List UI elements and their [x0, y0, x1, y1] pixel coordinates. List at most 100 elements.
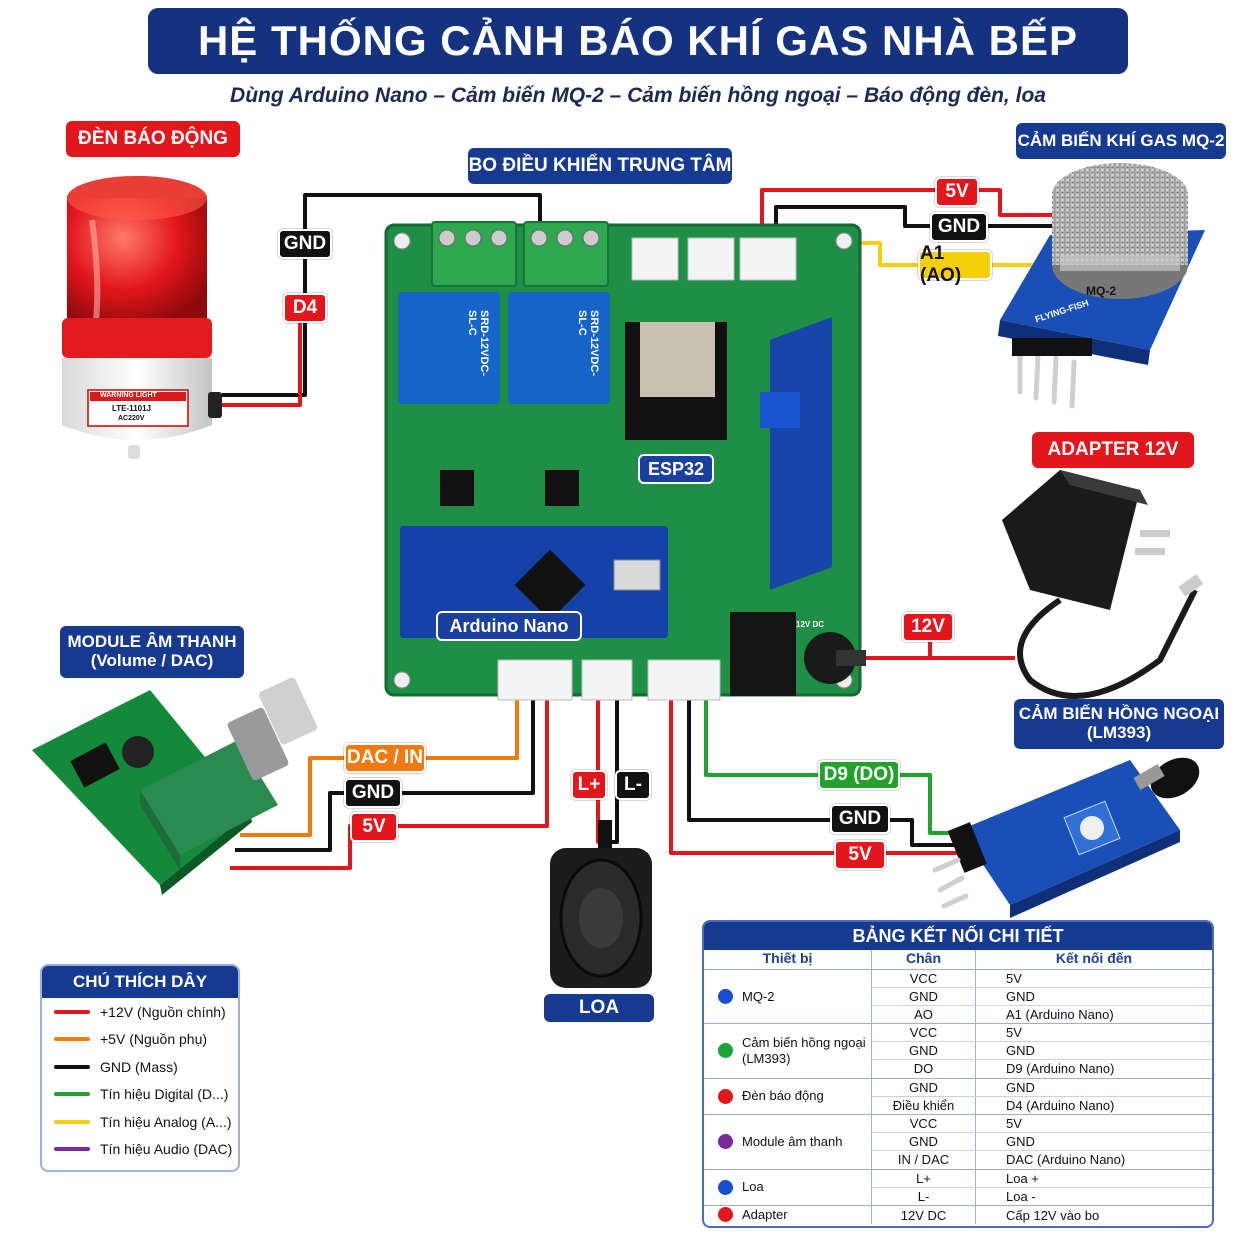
- header-target: Kết nối đến: [1055, 950, 1133, 966]
- lamp-label-1: WARNING LIGHT: [100, 392, 157, 399]
- table-device-name: Adapter: [742, 1207, 788, 1223]
- legend-line-swatch: [54, 1092, 90, 1097]
- wire-label-adapter-12v: 12V: [902, 612, 954, 642]
- lamp-label-3: AC220V: [118, 415, 145, 422]
- table-target-cell: DAC (Arduino Nano): [1006, 1152, 1126, 1168]
- table-target-cell: Loa +: [1006, 1170, 1039, 1186]
- connection-table-title: BẢNG KẾT NỐI CHI TIẾT: [704, 922, 1212, 950]
- table-row: GND GND: [872, 987, 1212, 1006]
- legend-line-swatch: [54, 1119, 90, 1124]
- table-row: DO D9 (Arduino Nano): [872, 1059, 1212, 1078]
- device-dot-icon: [718, 1207, 733, 1223]
- table-device-cell: Loa: [704, 1169, 872, 1206]
- legend-item: GND (Mass): [42, 1053, 238, 1081]
- table-target-cell: GND: [1006, 1079, 1035, 1095]
- legend-item: Tín hiệu Digital (D...): [42, 1081, 238, 1109]
- esp32-label: ESP32: [638, 454, 714, 484]
- wire-ir-gnd: [687, 700, 960, 847]
- device-dot-icon: [718, 1179, 733, 1195]
- audio-module-label-line2: (Volume / DAC): [90, 651, 214, 670]
- adapter-label: ADAPTER 12V: [1032, 432, 1194, 468]
- table-device-name: MQ-2: [742, 988, 775, 1004]
- legend-item-label: Tín hiệu Analog (A...): [100, 1113, 232, 1130]
- legend-line-swatch: [54, 1037, 90, 1042]
- table-target-cell: GND: [1006, 988, 1035, 1004]
- table-pin-cell: GND: [872, 1133, 976, 1150]
- device-dot-icon: [718, 988, 733, 1004]
- table-row: GND GND: [872, 1078, 1212, 1097]
- wire-audio-gnd: [235, 700, 535, 852]
- table-pin-cell: VCC: [872, 1024, 976, 1042]
- table-target-cell: A1 (Arduino Nano): [1006, 1006, 1114, 1022]
- legend-line-swatch: [54, 1009, 90, 1014]
- wires: [222, 188, 1060, 870]
- wire-audio-dac: [240, 700, 519, 837]
- table-pin-cell: Điều khiển: [872, 1096, 976, 1115]
- table-target-cell: GND: [1006, 1043, 1035, 1059]
- wire-label-audio-5v: 5V: [350, 812, 398, 842]
- legend-line-swatch: [54, 1147, 90, 1152]
- audio-module-label: MODULE ÂM THANH (Volume / DAC): [60, 626, 244, 678]
- legend-item-label: GND (Mass): [100, 1058, 178, 1075]
- table-pin-cell: VCC: [872, 970, 976, 987]
- adapter-image: [1002, 470, 1204, 699]
- device-dot-icon: [718, 1088, 733, 1104]
- relay-1-text: SRD-12VDC-SL-C: [466, 310, 490, 377]
- wire-mq2-5v: [760, 188, 1060, 240]
- wire-label-mq2-a1: A1 (AO): [918, 243, 992, 286]
- alarm-light-image: [62, 176, 222, 459]
- ir-sensor-label-line2: (LM393): [1086, 723, 1152, 742]
- wire-light-gnd: [222, 193, 542, 397]
- speaker-label: LOA: [544, 994, 654, 1022]
- table-target-cell: D9 (Arduino Nano): [1006, 1061, 1115, 1077]
- wire-ir-d9: [704, 700, 960, 835]
- wire-label-audio-dac: DAC / IN: [344, 743, 426, 773]
- device-dot-icon: [718, 1043, 733, 1059]
- wire-label-speaker-lm: L-: [615, 770, 651, 800]
- table-target-cell: Cấp 12V vào bo: [1006, 1207, 1100, 1223]
- legend-item: Tín hiệu Audio (DAC): [42, 1136, 238, 1164]
- controller-board-image: [384, 221, 866, 701]
- legend-item: +12V (Nguồn chính): [42, 998, 238, 1026]
- legend-item-label: Tín hiệu Audio (DAC): [100, 1141, 233, 1158]
- table-device-cell: MQ-2: [704, 970, 872, 1024]
- wire-label-mq2-5v: 5V: [935, 177, 979, 207]
- legend-rows: +12V (Nguồn chính) +5V (Nguồn phụ) GND (Ma…: [42, 998, 238, 1163]
- wire-label-audio-gnd: GND: [344, 778, 402, 808]
- table-device-name: Module âm thanh: [742, 1133, 843, 1149]
- table-pin-cell: GND: [872, 1078, 976, 1096]
- legend-item: Tín hiệu Analog (A...): [42, 1108, 238, 1136]
- ir-sensor-label: CẢM BIẾN HỒNG NGOẠI (LM393): [1014, 699, 1224, 749]
- table-device-cell: Module âm thanh: [704, 1115, 872, 1169]
- legend-item-label: +5V (Nguồn phụ): [100, 1031, 208, 1048]
- wire-label-speaker-lp: L+: [571, 770, 607, 800]
- gas-sensor-label: CẢM BIẾN KHÍ GAS MQ-2: [1016, 123, 1226, 159]
- wire-speaker-lm: [610, 700, 619, 844]
- table-target-cell: 5V: [1006, 1116, 1022, 1132]
- wire-label-ir-5v: 5V: [834, 840, 886, 870]
- dc-jack-text: 12V DC: [796, 620, 825, 629]
- wire-label-mq2-gnd: GND: [930, 212, 988, 242]
- wire-label-light-gnd: GND: [278, 229, 332, 259]
- mq2-marking: MQ-2: [1086, 284, 1116, 298]
- legend-item: +5V (Nguồn phụ): [42, 1026, 238, 1054]
- table-pin-cell: DO: [872, 1059, 976, 1078]
- wire-adapter-12v: [866, 637, 1015, 660]
- header-pin: Chân: [872, 950, 976, 969]
- table-target-cell: Loa -: [1006, 1188, 1036, 1204]
- table-pin-cell: GND: [872, 1042, 976, 1059]
- table-pin-cell: GND: [872, 987, 976, 1005]
- alarm-light-label: ĐÈN BÁO ĐỘNG: [66, 121, 240, 157]
- controller-label: BO ĐIỀU KHIỂN TRUNG TÂM: [468, 148, 732, 184]
